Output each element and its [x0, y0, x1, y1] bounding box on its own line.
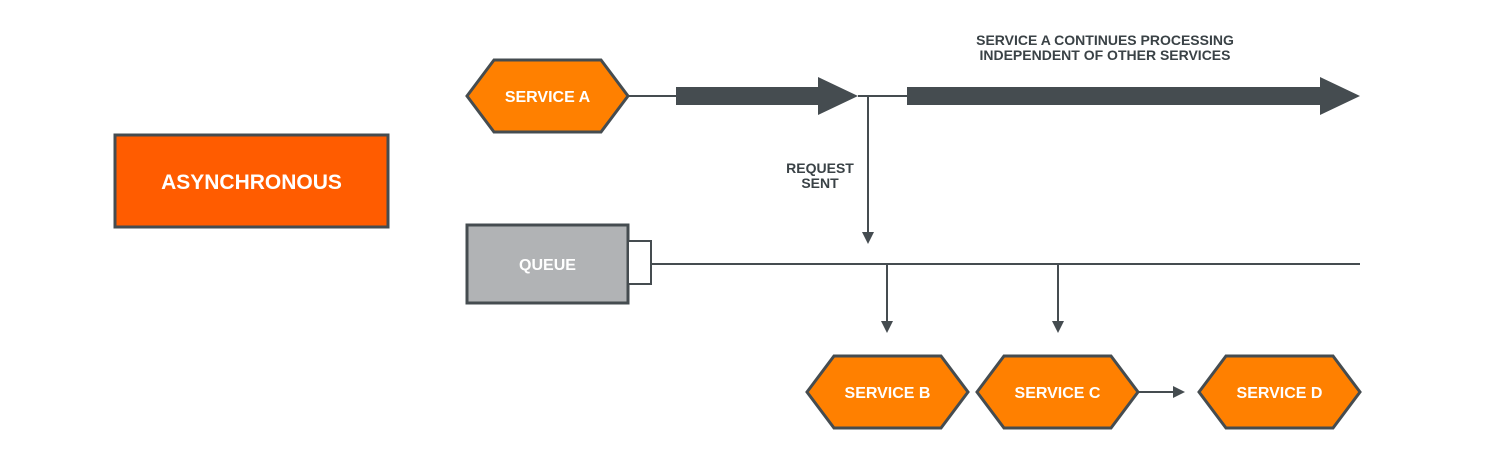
thick-arrow-continues	[907, 77, 1360, 115]
service-d-label: SERVICE D	[1237, 385, 1323, 402]
continues-processing-annotation: SERVICE A CONTINUES PROCESSING INDEPENDE…	[940, 33, 1270, 63]
service-b-label: SERVICE B	[845, 385, 931, 402]
request-sent-line-2: SENT	[801, 175, 839, 191]
request-sent-line-1: REQUEST	[786, 160, 854, 176]
continues-line-1: SERVICE A CONTINUES PROCESSING	[976, 32, 1234, 48]
asynchronous-label: ASYNCHRONOUS	[161, 171, 342, 194]
queue-label: QUEUE	[519, 257, 576, 274]
service-c-node: SERVICE C	[975, 354, 1140, 430]
service-a-label: SERVICE A	[505, 89, 591, 106]
service-c-label: SERVICE C	[1015, 385, 1101, 402]
asynchronous-badge: ASYNCHRONOUS	[113, 133, 390, 229]
queue-end-cap	[627, 240, 652, 285]
thick-arrow-to-request	[676, 77, 858, 115]
request-sent-annotation: REQUEST SENT	[770, 161, 870, 191]
service-a-node: SERVICE A	[465, 58, 630, 134]
service-d-node: SERVICE D	[1197, 354, 1362, 430]
queue-node: QUEUE	[465, 223, 652, 305]
service-b-node: SERVICE B	[805, 354, 970, 430]
continues-line-2: INDEPENDENT OF OTHER SERVICES	[979, 47, 1231, 63]
